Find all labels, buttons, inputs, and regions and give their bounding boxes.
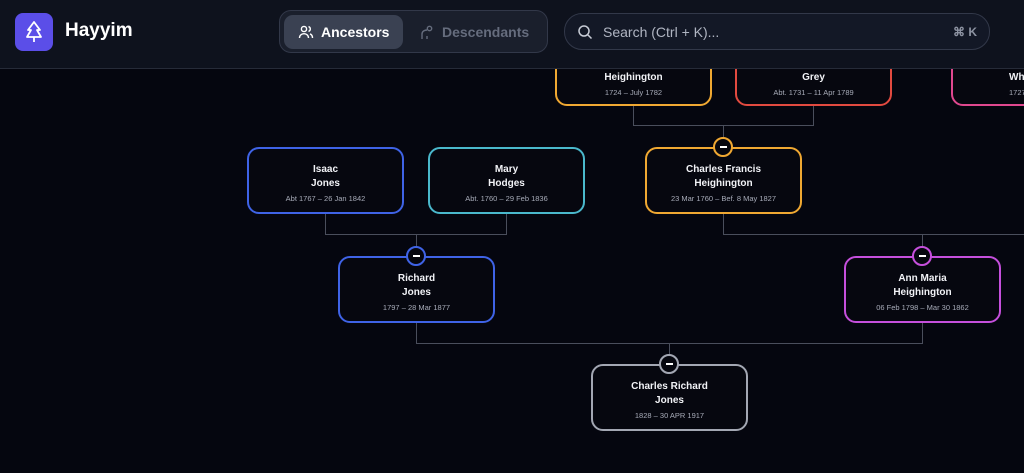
tab-label: Ancestors — [321, 24, 390, 40]
connector — [669, 343, 670, 364]
app-header: Hayyim Ancestors Descendants ⌘ K — [0, 0, 1024, 69]
collapse-toggle[interactable] — [406, 246, 426, 266]
connector — [506, 214, 507, 235]
connector — [416, 234, 417, 256]
collapse-toggle[interactable] — [713, 137, 733, 157]
branch-icon — [421, 25, 433, 39]
collapse-toggle[interactable] — [912, 246, 932, 266]
search-input[interactable] — [603, 23, 953, 40]
connector — [922, 234, 923, 256]
connector — [723, 125, 724, 147]
collapse-toggle[interactable] — [659, 354, 679, 374]
connector — [325, 214, 326, 235]
view-tabs: Ancestors Descendants — [279, 10, 548, 53]
users-icon — [298, 25, 314, 39]
minus-icon — [412, 255, 420, 257]
tab-label: Descendants — [442, 24, 530, 40]
minus-icon — [918, 255, 926, 257]
search-shortcut: ⌘ K — [953, 24, 977, 39]
tree-icon[interactable] — [15, 13, 53, 51]
connector — [723, 214, 724, 235]
connector — [416, 323, 417, 344]
search-icon — [578, 24, 593, 39]
connector — [633, 105, 634, 126]
connector — [813, 105, 814, 126]
connector — [922, 323, 923, 344]
search-bar[interactable]: ⌘ K — [564, 13, 990, 50]
minus-icon — [719, 146, 727, 148]
app-name: Hayyim — [65, 20, 133, 41]
tab-descendants[interactable]: Descendants — [405, 15, 543, 49]
minus-icon — [665, 363, 673, 365]
connector — [723, 234, 1024, 235]
tab-ancestors[interactable]: Ancestors — [284, 15, 404, 49]
